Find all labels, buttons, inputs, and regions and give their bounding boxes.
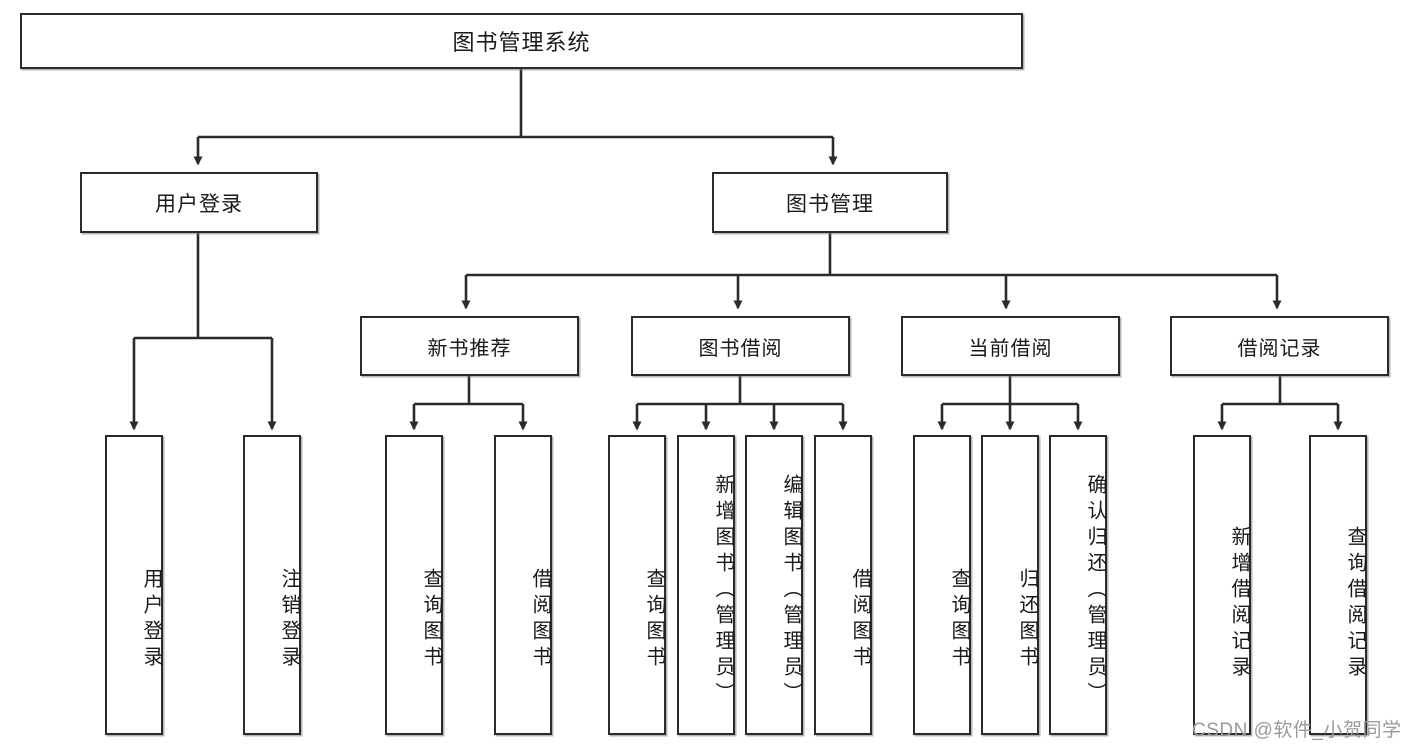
leaf-return-book-label: 归还图书 (1016, 568, 1038, 672)
node-root[interactable]: 图书管理系统 (20, 13, 1023, 69)
leaf-borrow-book-2[interactable]: 借阅图书 (814, 435, 872, 735)
leaf-edit-book[interactable]: 编辑图书（管理员） (745, 435, 803, 735)
node-book-borrow[interactable]: 图书借阅 (631, 316, 850, 376)
leaf-confirm-return-label: 确认归还（管理员） (1084, 474, 1106, 708)
watermark: CSDN @软件_小贺同学 (1192, 715, 1401, 742)
leaf-add-book[interactable]: 新增图书（管理员） (677, 435, 735, 735)
leaf-logout-label: 注销登录 (278, 568, 300, 672)
node-book-management[interactable]: 图书管理 (712, 172, 948, 233)
node-current-borrow[interactable]: 当前借阅 (901, 316, 1120, 376)
leaf-add-record[interactable]: 新增借阅记录 (1193, 435, 1251, 735)
leaf-query-book-1-label: 查询图书 (420, 568, 442, 672)
leaf-add-record-label: 新增借阅记录 (1228, 526, 1250, 682)
leaf-confirm-return[interactable]: 确认归还（管理员） (1049, 435, 1107, 735)
node-borrow-record[interactable]: 借阅记录 (1170, 316, 1389, 376)
leaf-borrow-book-1-label: 借阅图书 (529, 568, 551, 672)
watermark-text: CSDN @软件_小贺同学 (1192, 720, 1402, 741)
leaf-edit-book-label: 编辑图书（管理员） (780, 474, 802, 708)
leaf-borrow-book-2-label: 借阅图书 (849, 568, 871, 672)
leaf-user-login[interactable]: 用户登录 (105, 435, 163, 735)
leaf-return-book[interactable]: 归还图书 (981, 435, 1039, 735)
leaf-query-record-label: 查询借阅记录 (1344, 526, 1366, 682)
node-book-borrow-label: 图书借阅 (698, 337, 783, 360)
leaf-logout[interactable]: 注销登录 (243, 435, 301, 735)
leaf-query-record[interactable]: 查询借阅记录 (1309, 435, 1367, 735)
node-user-login-label: 用户登录 (155, 192, 243, 216)
node-new-book-recommend-label: 新书推荐 (427, 337, 512, 360)
leaf-query-book-3-label: 查询图书 (948, 568, 970, 672)
node-current-borrow-label: 当前借阅 (968, 337, 1053, 360)
leaf-query-book-1[interactable]: 查询图书 (385, 435, 443, 735)
leaf-add-book-label: 新增图书（管理员） (712, 474, 734, 708)
node-new-book-recommend[interactable]: 新书推荐 (360, 316, 579, 376)
node-user-login[interactable]: 用户登录 (80, 172, 318, 233)
leaf-borrow-book-1[interactable]: 借阅图书 (494, 435, 552, 735)
node-book-management-label: 图书管理 (786, 192, 874, 216)
leaf-query-book-3[interactable]: 查询图书 (913, 435, 971, 735)
node-borrow-record-label: 借阅记录 (1237, 337, 1322, 360)
leaf-query-book-2-label: 查询图书 (643, 568, 665, 672)
leaf-query-book-2[interactable]: 查询图书 (608, 435, 666, 735)
node-root-label: 图书管理系统 (452, 30, 591, 55)
leaf-user-login-label: 用户登录 (140, 568, 162, 672)
